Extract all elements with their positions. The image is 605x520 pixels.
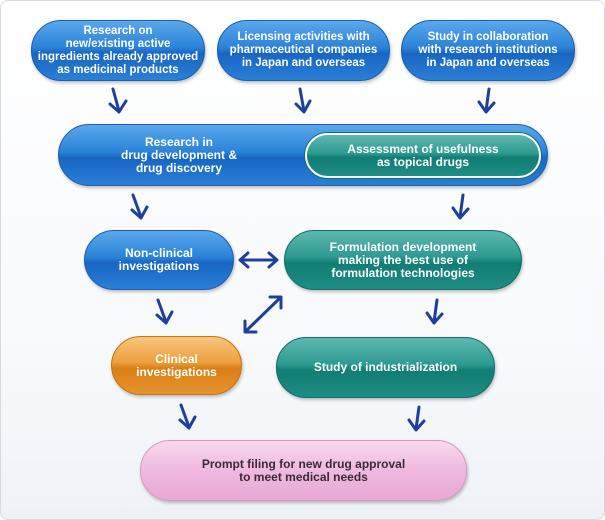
arrow-down-icon: [155, 298, 174, 325]
industrialization-node: Study of industrialization: [276, 337, 495, 398]
source-collaboration: Study in collaboration with research ins…: [401, 20, 575, 81]
research-label: Research in drug development & drug disc…: [120, 134, 237, 175]
bidirectional-arrow-icon: [243, 295, 283, 334]
arrow-down-icon: [477, 87, 496, 114]
arrow-down-icon: [407, 405, 426, 432]
non-clinical-node: Non-clinical investigations: [84, 230, 234, 290]
arrow-down-icon: [294, 87, 312, 114]
arrow-down-icon: [178, 403, 197, 430]
bidirectional-arrow-icon: [238, 251, 279, 269]
formulation-node: Formulation development making the best …: [284, 230, 522, 290]
assessment-node: Assessment of usefulness as topical drug…: [305, 133, 541, 178]
arrow-down-icon: [425, 298, 444, 325]
arrow-down-icon: [451, 193, 470, 220]
source-research-ingredients: Research on new/existing active ingredie…: [31, 20, 205, 81]
source-licensing: Licensing activities with pharmaceutical…: [217, 20, 390, 81]
arrow-down-icon: [130, 193, 149, 220]
arrow-down-icon: [108, 87, 128, 114]
clinical-node: Clinical investigations: [111, 336, 242, 395]
filing-node: Prompt filing for new drug approval to m…: [140, 440, 467, 501]
